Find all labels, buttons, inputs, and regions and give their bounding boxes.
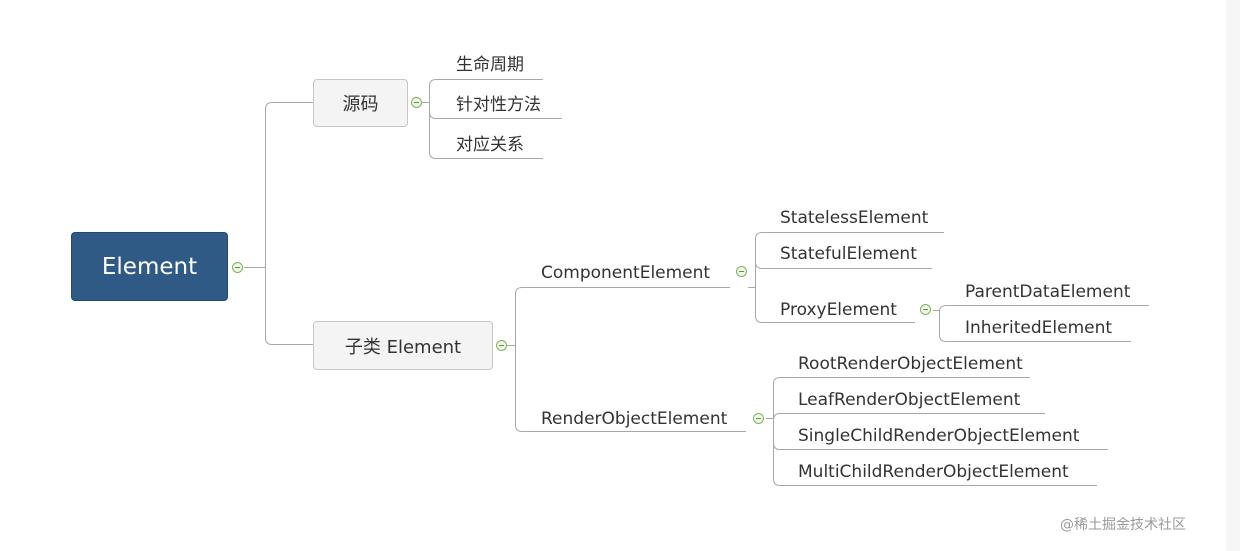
connector-render-child-4: [773, 478, 1097, 486]
connector-component-child-2: [755, 261, 932, 269]
node-subclass-element[interactable]: 子类 Element: [313, 321, 493, 370]
connector-subclass-component: [515, 287, 730, 295]
leaf-targeted-methods[interactable]: 针对性方法: [456, 95, 541, 115]
collapse-icon[interactable]: [411, 97, 422, 108]
right-edge-band: [1226, 0, 1240, 551]
connector-component-child-3: [755, 315, 915, 323]
connector-render-child-2: [773, 413, 1045, 421]
leaf-lifecycle[interactable]: 生命周期: [456, 55, 524, 75]
collapse-icon[interactable]: [753, 413, 764, 424]
leaf-correspondence[interactable]: 对应关系: [456, 135, 524, 155]
collapse-icon[interactable]: [232, 262, 243, 273]
collapse-icon[interactable]: [920, 304, 931, 315]
node-proxy-element[interactable]: ProxyElement: [780, 300, 897, 320]
connector-render-child-1: [773, 377, 1030, 385]
leaf-multi-child-render-object-element[interactable]: MultiChildRenderObjectElement: [798, 462, 1069, 482]
root-node-element[interactable]: Element: [71, 232, 228, 301]
leaf-stateless-element[interactable]: StatelessElement: [780, 208, 929, 228]
leaf-parent-data-element[interactable]: ParentDataElement: [965, 282, 1131, 302]
leaf-inherited-element[interactable]: InheritedElement: [965, 318, 1113, 338]
connector-yuanma-child-2: [429, 111, 562, 119]
node-yuanma[interactable]: 源码: [313, 79, 408, 127]
leaf-root-render-object-element[interactable]: RootRenderObjectElement: [798, 354, 1023, 374]
node-component-element[interactable]: ComponentElement: [541, 263, 711, 283]
connector-root-yuanma: [265, 102, 313, 110]
collapse-icon[interactable]: [736, 266, 747, 277]
connector-component-child-1: [755, 232, 944, 240]
connector-proxy-child-2: [939, 334, 1131, 342]
connector-subclass-render: [515, 424, 746, 432]
leaf-leaf-render-object-element[interactable]: LeafRenderObjectElement: [798, 390, 1021, 410]
leaf-stateful-element[interactable]: StatefulElement: [780, 244, 917, 264]
connector-yuanma-child-1: [429, 79, 543, 87]
connector-root-subclass: [265, 337, 313, 345]
connector-render-child-3: [773, 442, 1108, 450]
collapse-icon[interactable]: [496, 340, 507, 351]
node-render-object-element[interactable]: RenderObjectElement: [541, 409, 728, 429]
connector-proxy-child-1: [939, 305, 1149, 313]
connector-yuanma-child-3: [429, 151, 543, 159]
leaf-single-child-render-object-element[interactable]: SingleChildRenderObjectElement: [798, 426, 1080, 446]
watermark: @稀土掘金技术社区: [1060, 517, 1186, 533]
